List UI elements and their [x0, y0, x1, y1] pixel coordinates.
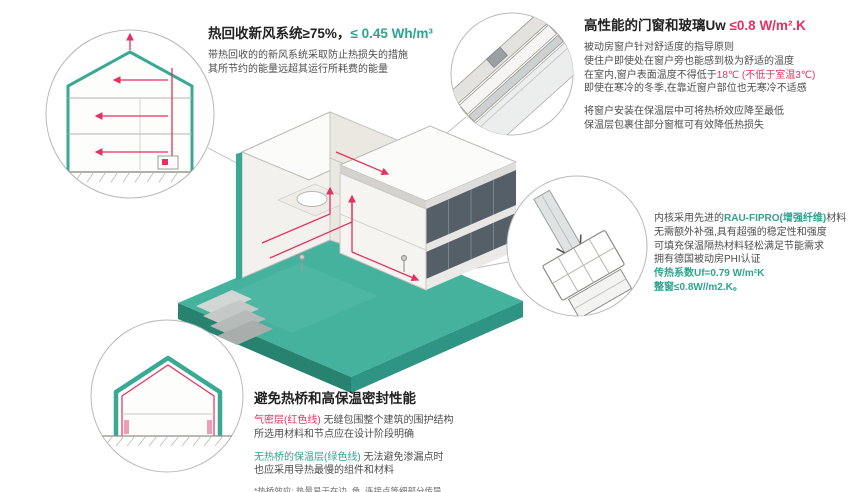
profile-body-line: 无需额外补强,具有超强的稳定性和强度	[654, 226, 827, 238]
profile-body-line: 拥有德国被动房PHI认证	[654, 254, 761, 266]
roof-slab-edge-left	[340, 165, 426, 209]
insulation-envelope-line	[66, 50, 194, 172]
windows-body-line: 保温层包裹住部分窗框可有效降低热损失	[584, 119, 764, 131]
ventilation-body-line: 其所节约的能量远超其运行所耗费的能量	[208, 63, 388, 75]
main-house-illustration	[178, 111, 523, 393]
thermal-line-part: 无法避免渗漏点时	[360, 451, 444, 463]
ventilation-title-main: 热回收新风系统≥75%，	[208, 26, 351, 41]
windows-body-line-part: 在室内,窗户表面温度不得低于	[584, 69, 717, 81]
profile-line-highlight: RAU-FIPRO(增强纤维)	[724, 213, 827, 224]
ventilation-ducts	[261, 151, 420, 282]
bathtub	[296, 191, 328, 207]
occupant-figure	[298, 253, 306, 271]
thermal-line-part: 无缝包围整个建筑的围护结构	[320, 415, 454, 426]
thermal-body-line: 无热桥的保温层(绿色线) 无法避免渗漏点时	[254, 451, 554, 465]
spacer	[584, 96, 862, 105]
insulation-layer-label: 无热桥的保温层(绿色线)	[254, 451, 361, 463]
profile-line-part: 材料	[826, 213, 847, 224]
insulation-layer-line	[113, 355, 223, 436]
windows-body-line: 将窗户安装在保温层中可将热桥效应降至最低	[584, 106, 784, 118]
profile-body-line: 内核采用先进的RAU-FIPRO(增强纤维)材料	[654, 212, 862, 226]
airtight-layer-label: 气密层(红色线)	[254, 415, 321, 426]
windows-body-line: 使住户即使处在窗户旁也能感到极为舒适的温度	[584, 55, 794, 67]
ventilation-detail-circle	[45, 29, 215, 199]
ventilation-title: 热回收新风系统≥75%，≤ 0.45 Wh/m³	[208, 22, 498, 42]
profile-body-line: 可填充保温隔热材料轻松满足节能需求	[654, 240, 824, 252]
windows-body-line-highlight: 18℃ (不低于室温3℃)	[716, 69, 816, 81]
thermal-body-line: 所选用材料和节点应在设计阶段明确	[254, 428, 414, 440]
spacer	[254, 442, 554, 451]
windows-title-value: ≤0.8 W/m².K	[729, 18, 806, 33]
occupant-figure	[400, 254, 408, 272]
airtight-layer-line	[121, 364, 215, 436]
insulation-detail-circle	[90, 319, 244, 473]
thermal-footnote: *热桥效应: 热量易于在边, 角, 连接点等细部分传导	[254, 486, 442, 492]
stairs	[196, 290, 273, 345]
thermal-body-line: 气密层(红色线) 无缝包围整个建筑的围护结构	[254, 414, 554, 428]
roof-slab-edge-right	[426, 162, 516, 209]
leader-line	[475, 261, 509, 269]
window-profile-detail-circle	[506, 175, 648, 317]
air-flow-arrows	[94, 32, 173, 158]
ventilation-title-value: ≤ 0.45 Wh/m³	[350, 26, 433, 41]
profile-line-part: 内核采用先进的	[654, 213, 724, 224]
windows-title-main: 高性能的门窗和玻璃Uw	[584, 18, 730, 33]
thermal-body-line: 也应采用导热最慢的组件和材料	[254, 465, 394, 477]
windows-body-line: 在室内,窗户表面温度不得低于18℃ (不低于室温3℃)	[584, 69, 862, 83]
platform-side-right	[351, 301, 523, 393]
insulation-edge	[236, 152, 242, 281]
thermal-text-block: 避免热桥和高保温密封性能 气密层(红色线) 无缝包围整个建筑的围护结构 所选用材…	[254, 387, 554, 492]
window-profile-drawing	[533, 189, 633, 316]
windows-title: 高性能的门窗和玻璃Uw ≤0.8 W/m².K	[584, 14, 862, 34]
window-corner-drawing	[451, 13, 573, 135]
window-corner-detail-circle	[450, 12, 574, 136]
profile-uf-value: 传热系数Uf=0.79 W/m²K	[654, 268, 765, 280]
profile-text-block: 内核采用先进的RAU-FIPRO(增强纤维)材料 无需额外补强,具有超强的稳定性…	[654, 212, 862, 295]
thermal-title: 避免热桥和高保温密封性能	[254, 391, 416, 406]
windows-body-line: 即使在寒冷的冬季,在靠近窗户部位也无寒冷不适感	[584, 83, 807, 95]
ventilation-body-line: 带热回收的的新风系统采取防止热损失的措施	[208, 50, 408, 61]
windows-text-block: 高性能的门窗和玻璃Uw ≤0.8 W/m².K 被动房窗户针对舒适度的指导原则 …	[584, 14, 862, 133]
profile-uw-value: 整窗≤0.8W//m2.K。	[654, 281, 743, 293]
windows-body-line: 被动房窗户针对舒适度的指导原则	[584, 42, 734, 53]
glazing-band	[426, 170, 516, 290]
ventilation-text-block: 热回收新风系统≥75%，≤ 0.45 Wh/m³ 带热回收的的新风系统采取防止热…	[208, 22, 498, 77]
